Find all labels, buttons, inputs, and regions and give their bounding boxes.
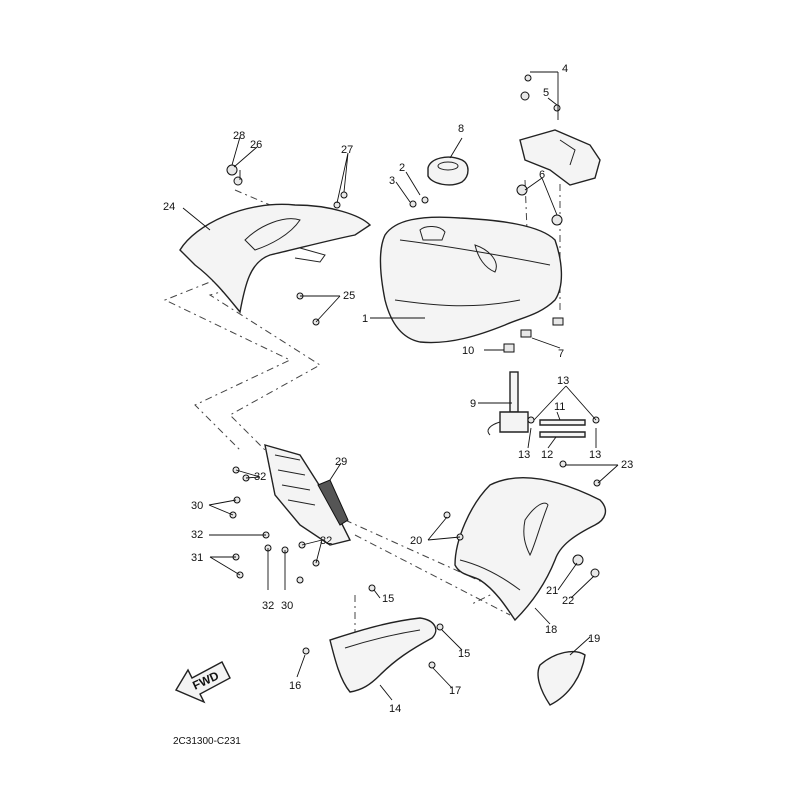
callout-16: 16 — [289, 680, 301, 692]
right-side-cover — [454, 477, 607, 622]
callout-2: 2 — [399, 162, 405, 174]
callout-27: 27 — [341, 144, 353, 156]
callout-28: 28 — [233, 130, 245, 142]
callout-12: 12 — [541, 449, 553, 461]
callout-13-left: 13 — [518, 449, 530, 461]
callout-23: 23 — [621, 459, 633, 471]
callout-3: 3 — [389, 175, 395, 187]
callout-15-bottom: 15 — [458, 648, 470, 660]
callout-29: 29 — [335, 456, 347, 468]
callout-7: 7 — [558, 348, 564, 360]
callout-26: 26 — [250, 139, 262, 151]
callout-20: 20 — [410, 535, 422, 547]
tank-bracket — [519, 129, 601, 186]
callout-14: 14 — [389, 703, 401, 715]
callout-32-bottom: 32 — [262, 600, 274, 612]
leader-lines — [182, 71, 619, 701]
callout-30-left: 30 — [191, 500, 203, 512]
air-scoop — [329, 617, 437, 693]
callout-19: 19 — [588, 633, 600, 645]
callout-13: 13 — [557, 375, 569, 387]
callout-24: 24 — [163, 201, 175, 213]
number-plate — [537, 650, 586, 706]
callout-22: 22 — [562, 595, 574, 607]
diagram-code: 2C31300-C231 — [173, 736, 241, 747]
callout-31: 31 — [191, 552, 203, 564]
callout-18: 18 — [545, 624, 557, 636]
callout-17: 17 — [449, 685, 461, 697]
callout-13-right: 13 — [589, 449, 601, 461]
inner-bracket — [264, 444, 352, 546]
callout-30-bottom: 30 — [281, 600, 293, 612]
callout-10: 10 — [462, 345, 474, 357]
left-side-cover — [179, 203, 372, 314]
callout-9: 9 — [470, 398, 476, 410]
callout-21: 21 — [546, 585, 558, 597]
forward-arrow: FWD — [174, 661, 231, 704]
callout-32-right: 32 — [320, 535, 332, 547]
callout-32-top: 32 — [254, 471, 266, 483]
callout-labels: 1 2 3 4 5 6 7 8 9 10 11 12 13 13 13 14 1… — [163, 63, 633, 715]
callout-11: 11 — [554, 401, 565, 413]
callout-8: 8 — [458, 123, 464, 135]
callout-15-top: 15 — [382, 593, 394, 605]
callout-1: 1 — [362, 313, 368, 325]
callout-32-left: 32 — [191, 529, 203, 541]
callout-25: 25 — [343, 290, 355, 302]
fuel-cock — [487, 371, 529, 436]
callout-6: 6 — [539, 169, 545, 181]
callout-5: 5 — [543, 87, 549, 99]
callout-4: 4 — [562, 63, 568, 75]
fuel-tank — [379, 216, 563, 344]
fuel-cap — [427, 156, 469, 186]
fuel-hoses — [539, 419, 586, 438]
